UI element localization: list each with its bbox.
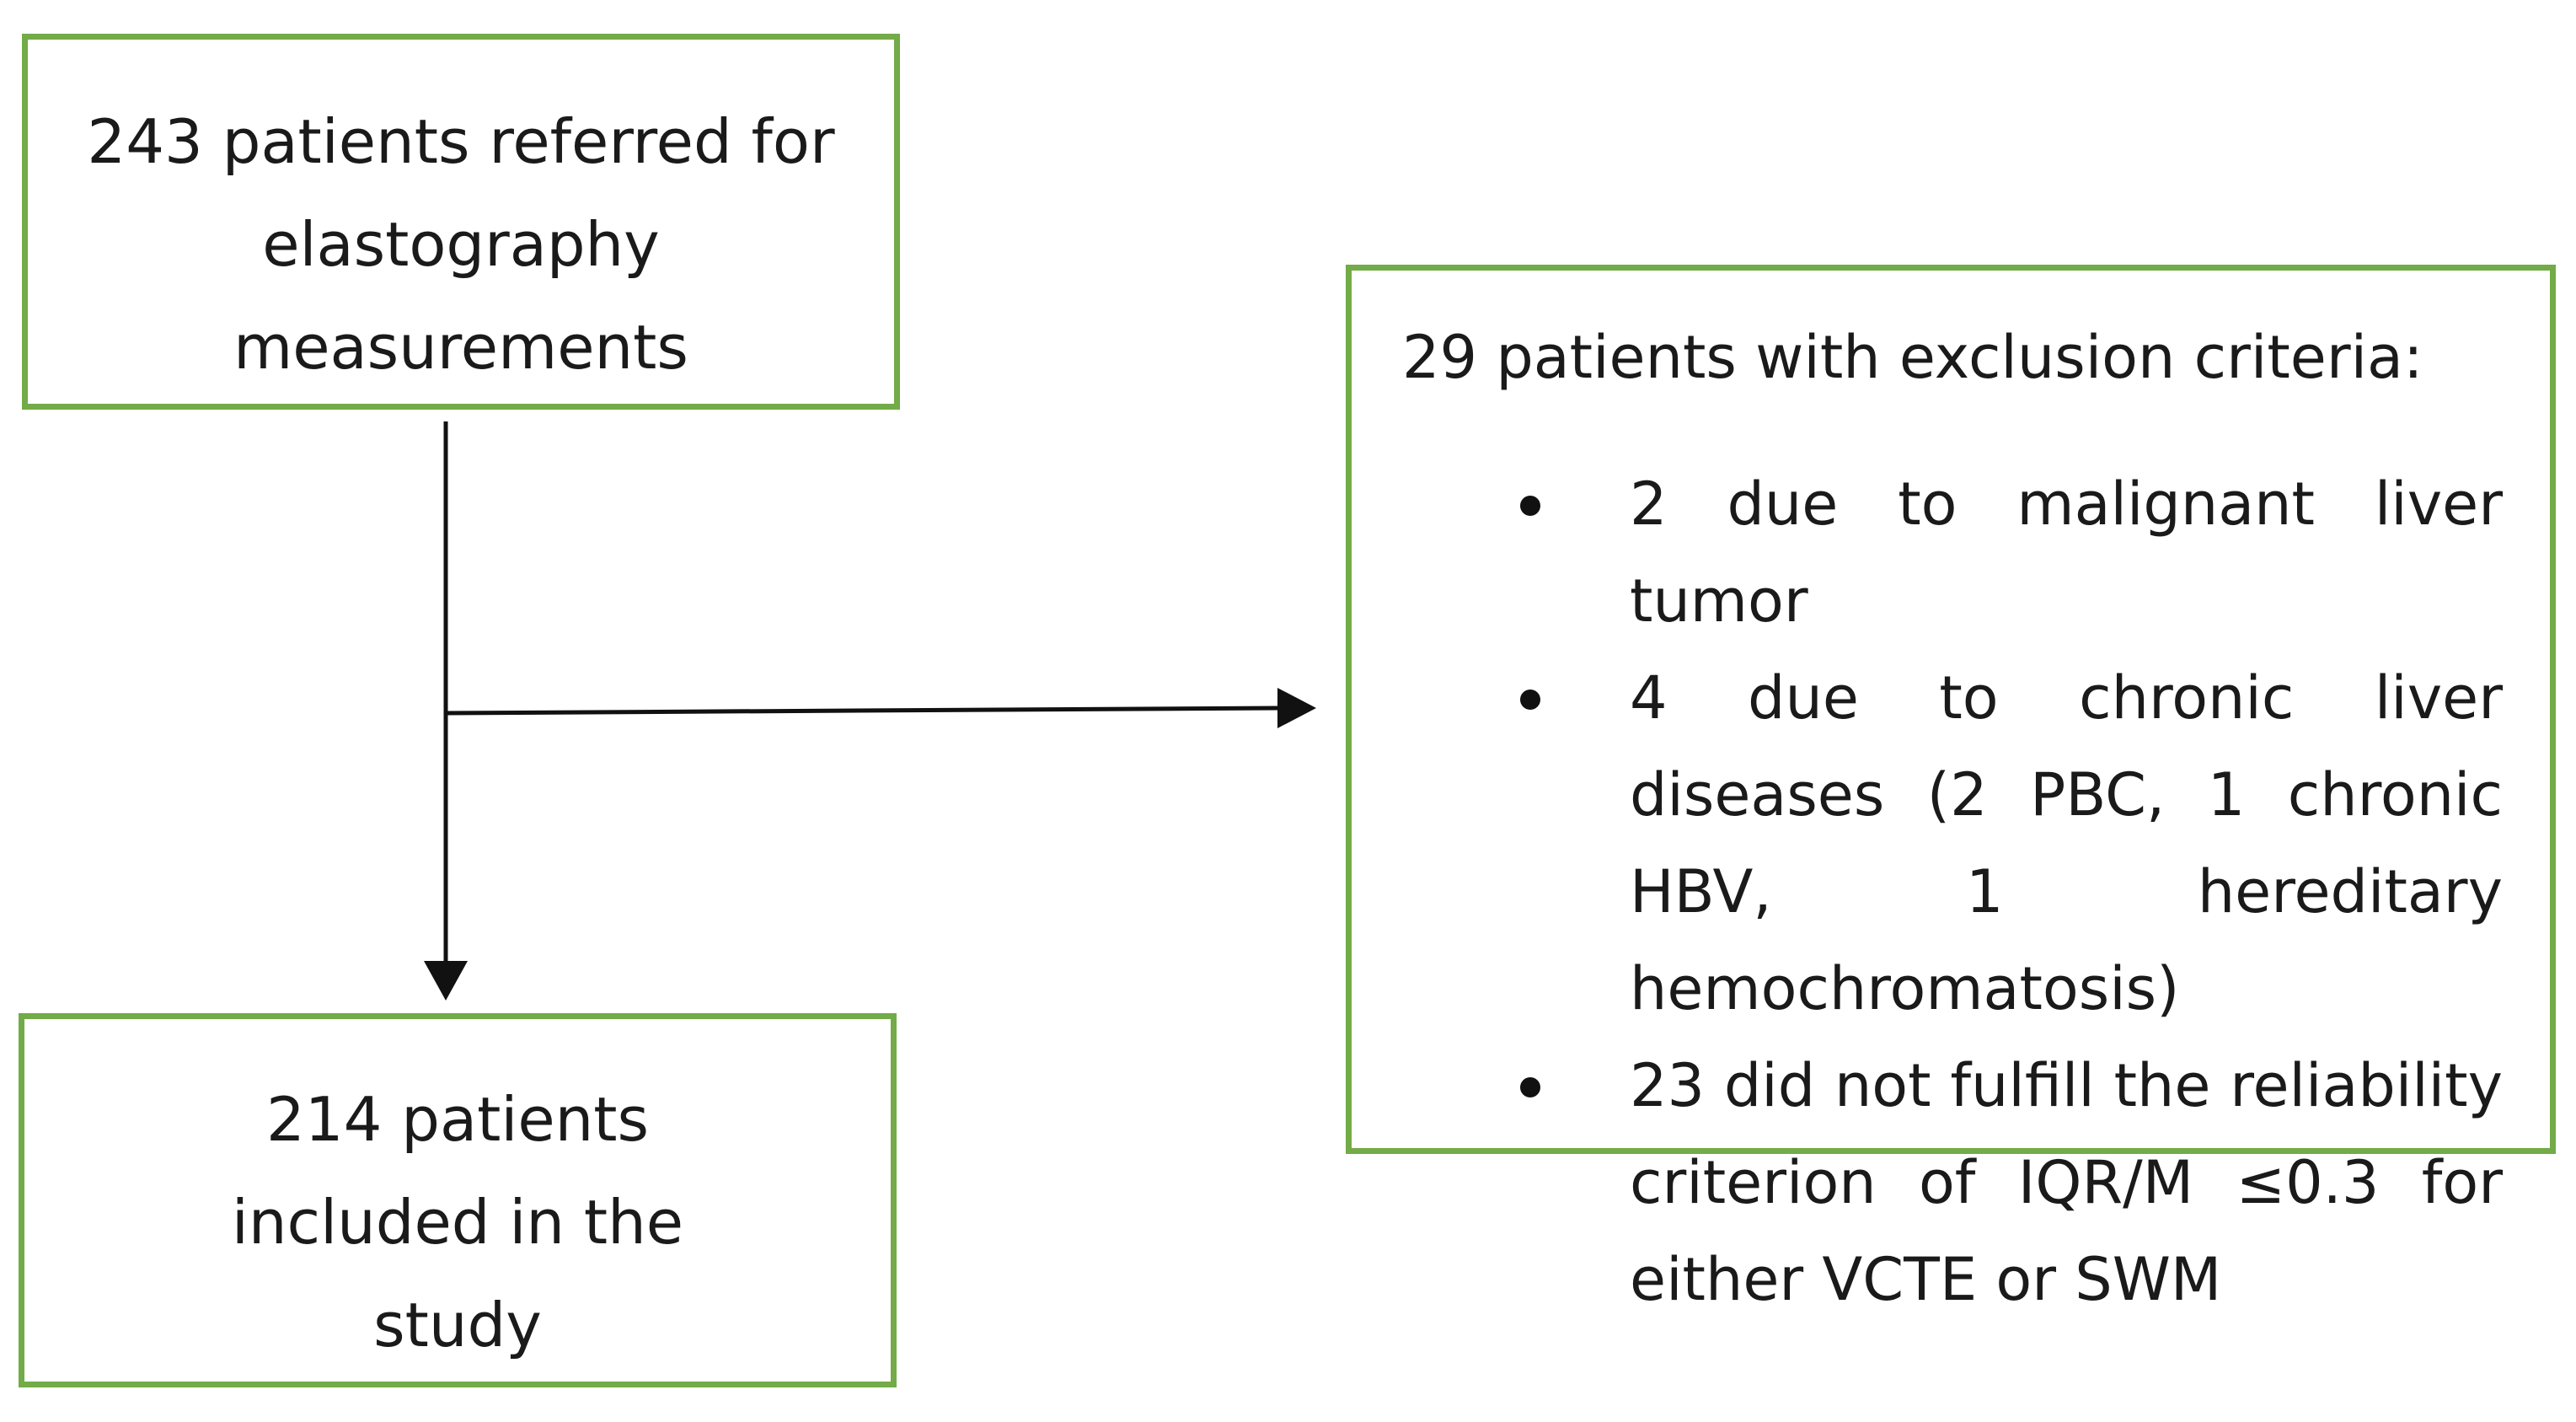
exclusion-item-malignant-tumor: 2 due to malignant liver tumor (1352, 456, 2550, 650)
referred-patients-box: 243 patients referred for elastography m… (22, 34, 900, 410)
exclusion-item-text: 23 did not fulfill the reliability crite… (1630, 1051, 2503, 1314)
right-arrow-head-icon (1277, 688, 1316, 728)
exclusion-item-reliability-criterion: 23 did not fulfill the reliability crite… (1352, 1038, 2550, 1328)
referred-patients-text: 243 patients referred for elastography m… (87, 106, 835, 383)
down-arrow-head-icon (424, 961, 468, 1001)
exclusion-item-chronic-liver-disease: 4 due to chronic liver diseases (2 PBC, … (1352, 650, 2550, 1038)
exclusion-item-text: 2 due to malignant liver tumor (1630, 470, 2503, 636)
exclusion-item-text: 4 due to chronic liver diseases (2 PBC, … (1630, 663, 2503, 1023)
included-patients-text: 214 patients included in the study (231, 1084, 684, 1360)
exclusion-criteria-box: 29 patients with exclusion criteria: 2 d… (1346, 265, 2556, 1314)
bullet-icon (1520, 496, 1540, 516)
included-patients-box: 214 patients included in the study (19, 1013, 897, 1387)
bullet-icon (1520, 690, 1540, 710)
bullet-icon (1520, 1077, 1540, 1097)
exclusion-criteria-list: 2 due to malignant liver tumor 4 due to … (1352, 456, 2550, 1328)
horizontal-exclusion-line (445, 706, 1280, 716)
exclusion-criteria-title: 29 patients with exclusion criteria: (1402, 323, 2423, 392)
